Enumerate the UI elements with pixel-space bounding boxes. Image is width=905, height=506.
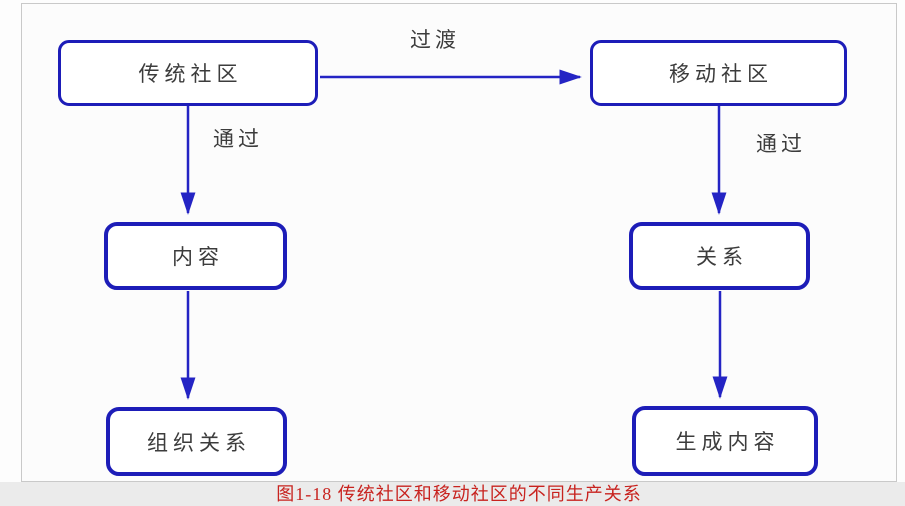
caption-strip xyxy=(0,482,905,506)
node-relation-label: 关系 xyxy=(696,245,748,269)
node-mobile-community-label: 移动社区 xyxy=(669,62,773,86)
node-traditional-community: 传统社区 xyxy=(58,40,318,106)
node-content: 内容 xyxy=(104,222,287,290)
node-traditional-community-label: 传统社区 xyxy=(138,62,243,86)
node-content-label: 内容 xyxy=(172,245,224,269)
edge-label-transition: 过渡 xyxy=(410,28,460,52)
node-organizational-relation-label: 组织关系 xyxy=(147,430,251,455)
node-mobile-community: 移动社区 xyxy=(590,40,847,106)
edge-label-pass-right: 通过 xyxy=(756,132,806,156)
node-generated-content-label: 生成内容 xyxy=(675,430,780,454)
edge-label-pass-left: 通过 xyxy=(213,127,263,151)
node-generated-content: 生成内容 xyxy=(632,406,818,476)
node-organizational-relation: 组织关系 xyxy=(106,407,287,476)
node-relation: 关系 xyxy=(629,222,810,290)
figure-caption: 图1-18 传统社区和移动社区的不同生产关系 xyxy=(276,484,642,504)
